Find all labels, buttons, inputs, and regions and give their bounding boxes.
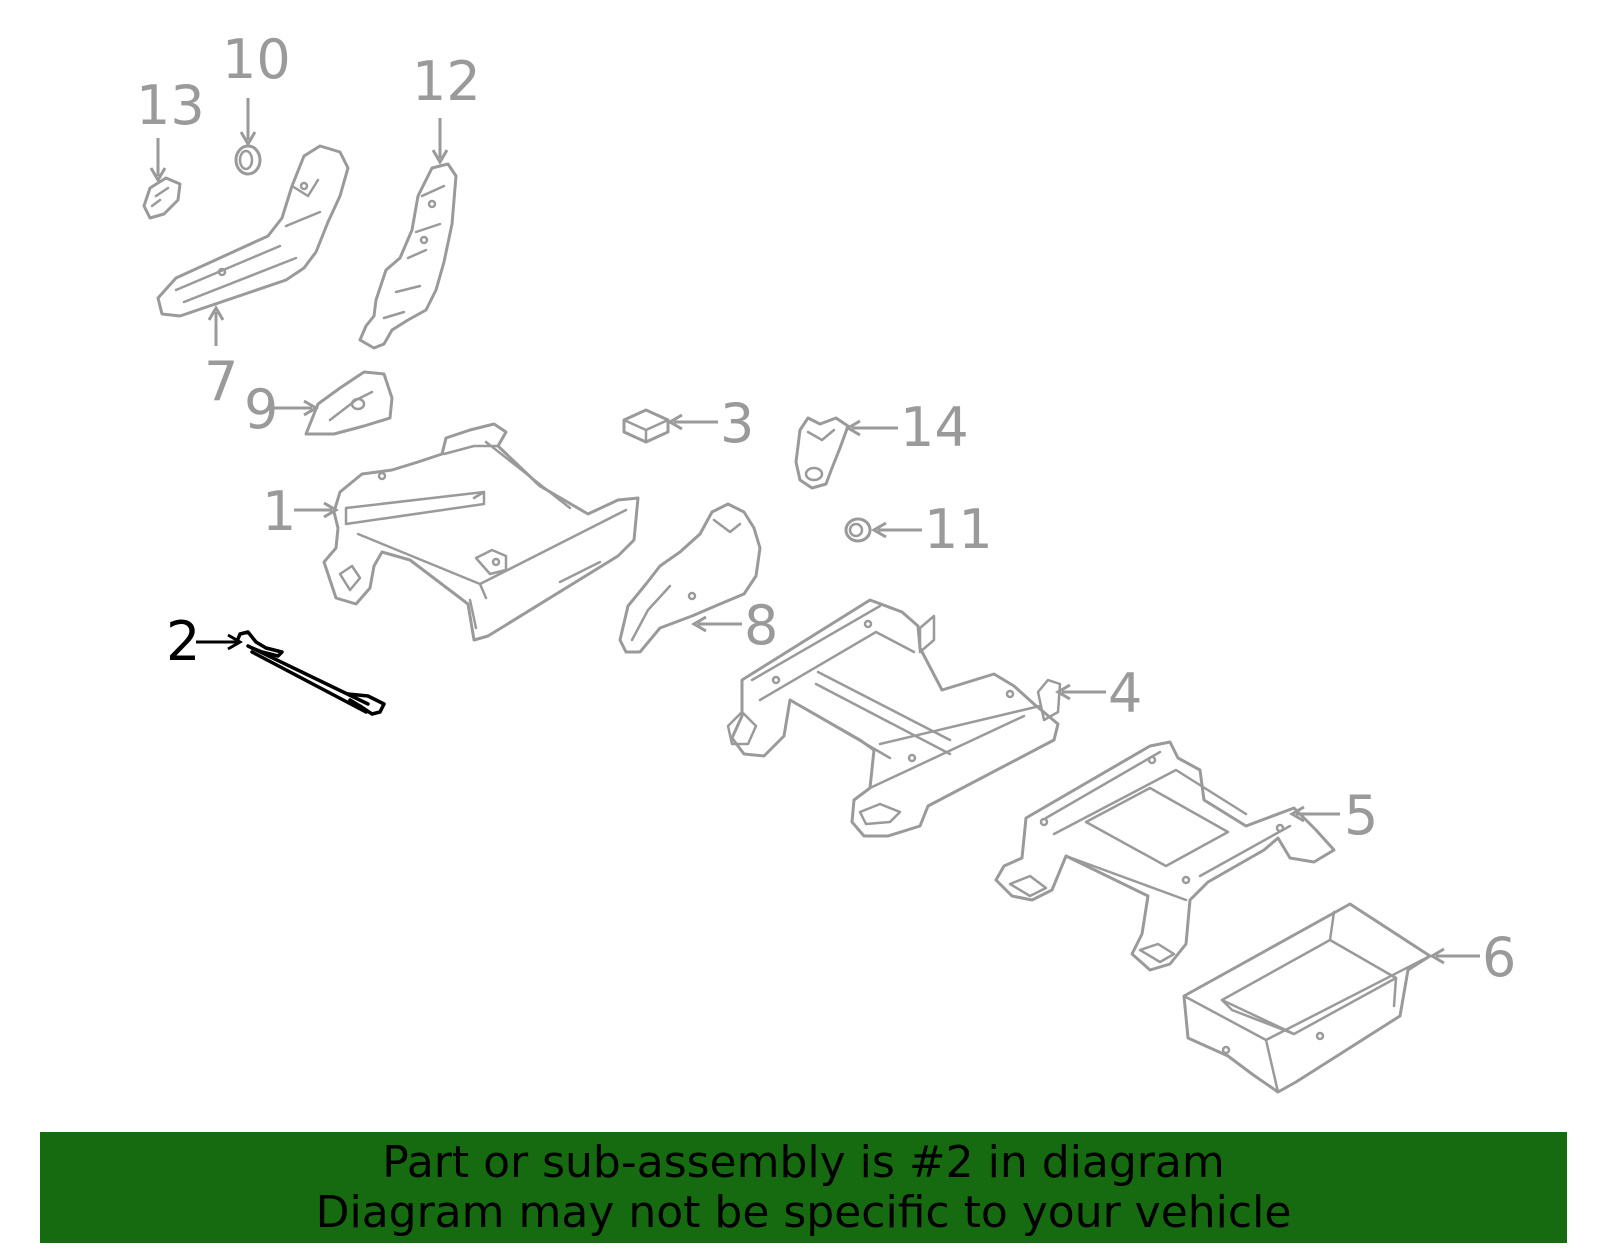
part-14-bracket	[794, 416, 898, 490]
callout-label-2: 2	[166, 610, 200, 673]
callout-label-6: 6	[1482, 926, 1516, 989]
part-2-cable	[196, 630, 386, 716]
banner-line-part-number: Part or sub-assembly is #2 in diagram	[382, 1137, 1225, 1188]
callout-label-14: 14	[900, 396, 969, 459]
part-9-cover	[272, 370, 394, 436]
part-5-riser	[994, 740, 1340, 972]
part-4-seat-frame	[726, 598, 1106, 838]
info-banner: Part or sub-assembly is #2 in diagram Di…	[40, 1132, 1567, 1243]
callout-label-9: 9	[244, 378, 278, 441]
part-6-storage-tray	[1182, 902, 1480, 1094]
part-8-side-trim	[618, 502, 762, 654]
callout-label-8: 8	[744, 594, 778, 657]
callout-label-4: 4	[1108, 662, 1142, 725]
part-11-grommet	[844, 517, 922, 543]
callout-label-12: 12	[412, 50, 481, 113]
part-7-side-shield	[156, 144, 350, 346]
banner-line-disclaimer: Diagram may not be specific to your vehi…	[315, 1187, 1292, 1238]
callout-label-3: 3	[720, 392, 754, 455]
callout-label-10: 10	[222, 28, 291, 91]
callout-label-5: 5	[1344, 784, 1378, 847]
part-12-recliner-cover	[358, 118, 458, 350]
part-10-cap	[234, 98, 262, 176]
callout-label-7: 7	[204, 350, 238, 413]
part-3-block	[622, 408, 718, 444]
callout-label-13: 13	[136, 74, 205, 137]
part-1-seat-adjuster	[294, 422, 640, 642]
part-13-clip	[142, 138, 182, 220]
callout-label-1: 1	[262, 480, 296, 543]
callout-label-11: 11	[924, 498, 993, 561]
